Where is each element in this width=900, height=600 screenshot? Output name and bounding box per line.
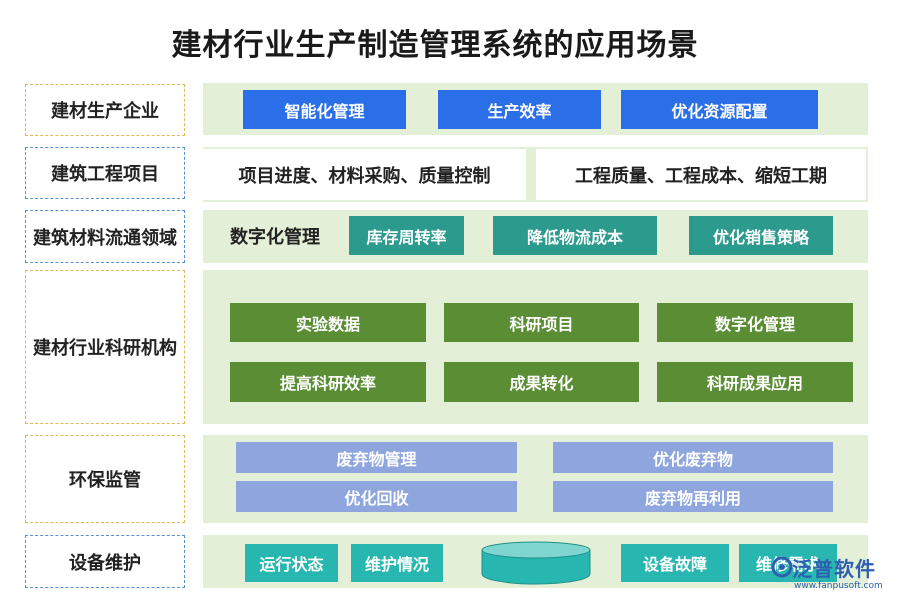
item-digital-management-intro: 数字化管理 — [230, 227, 320, 248]
row-label-construction: 建筑工程项目 — [25, 147, 185, 199]
item-operating-status: 运行状态 — [245, 544, 338, 582]
item-quality-cost-schedule: 工程质量、工程成本、缩短工期 — [536, 149, 866, 200]
logo-name: 泛普软件 — [792, 557, 876, 581]
row-label-circulation: 建筑材料流通领域 — [25, 210, 185, 263]
item-resource-allocation: 优化资源配置 — [621, 90, 818, 129]
item-optimize-recycling: 优化回收 — [236, 481, 517, 512]
page-title: 建材行业生产制造管理系统的应用场景 — [171, 28, 699, 63]
item-waste-management: 废弃物管理 — [236, 442, 517, 473]
row-label-production: 建材生产企业 — [25, 84, 185, 136]
logo-url: www.fanpusoft.com — [794, 581, 883, 591]
item-production-efficiency: 生产效率 — [438, 90, 601, 129]
item-optimize-waste: 优化废弃物 — [553, 442, 833, 473]
item-waste-reuse: 废弃物再利用 — [553, 481, 833, 512]
item-experiment-data: 实验数据 — [230, 303, 426, 342]
item-maintenance-status: 维护情况 — [351, 544, 443, 582]
item-logistics-cost: 降低物流成本 — [493, 216, 657, 255]
row-label-equipment: 设备维护 — [25, 535, 185, 588]
item-results-transformation: 成果转化 — [444, 362, 639, 402]
item-research-project: 科研项目 — [444, 303, 639, 342]
fanpu-logo-icon — [771, 556, 793, 578]
database-cylinder-icon — [481, 541, 591, 585]
row-label-research: 建材行业科研机构 — [25, 270, 185, 424]
item-inventory-turnover: 库存周转率 — [349, 216, 464, 255]
item-repair-demand: 维修需求 — [739, 544, 837, 582]
item-digital-management: 数字化管理 — [657, 303, 853, 342]
fanpu-logo: 泛普软件 www.fanpusoft.com — [770, 551, 895, 599]
item-sales-strategy: 优化销售策略 — [689, 216, 833, 255]
item-equipment-failure: 设备故障 — [621, 544, 729, 582]
item-intelligent-management: 智能化管理 — [243, 90, 406, 129]
item-research-efficiency: 提高科研效率 — [230, 362, 426, 402]
row-label-environment: 环保监管 — [25, 435, 185, 523]
item-results-application: 科研成果应用 — [657, 362, 853, 402]
item-progress-procurement-quality: 项目进度、材料采购、质量控制 — [203, 149, 526, 200]
